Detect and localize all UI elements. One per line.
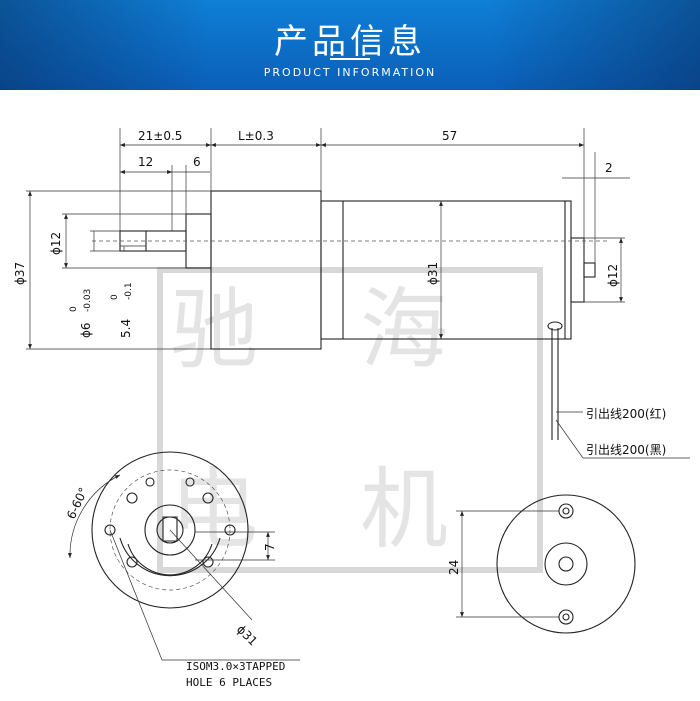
angle-arc <box>67 474 121 559</box>
dim-24-label: 24 <box>447 560 461 575</box>
leader-black <box>555 419 584 459</box>
rear-outer-circle <box>496 494 636 634</box>
lead-black-label: 引出线200(黑) <box>586 443 666 457</box>
page-title: 产品信息 <box>274 22 426 62</box>
leader-tapped-note <box>109 529 163 661</box>
tapped-hole-2 <box>202 492 214 504</box>
technical-drawing: 驰 海 电 机 <box>13 128 690 689</box>
tol-6-lower: -0.03 <box>83 289 93 312</box>
dim-L-label: L±0.3 <box>238 129 274 143</box>
front-dia-31-label: ϕ31 <box>234 622 260 648</box>
front-shaft-flat <box>162 516 178 542</box>
front-bolt-circle <box>109 469 231 591</box>
tapped-note-line-2: HOLE 6 PLACES <box>186 676 272 689</box>
dia-6-label: ϕ6 <box>79 322 93 338</box>
dim-2-label: 2 <box>605 161 613 175</box>
watermark-char-2: 海 <box>360 278 448 381</box>
tol-6-upper: 0 <box>69 306 79 312</box>
rear-boss-circle <box>544 542 588 586</box>
rear-hole-top-inner <box>562 507 570 515</box>
rear-shaft-circle <box>558 556 574 572</box>
watermark-frame <box>157 267 543 573</box>
tapped-note-line-1: ISOM3.0×3TAPPED <box>186 660 285 673</box>
dia-31-label: ϕ31 <box>426 262 440 285</box>
watermark: 驰 海 电 机 <box>157 267 543 573</box>
dim-21-label: 21±0.5 <box>138 129 182 143</box>
page-subtitle: PRODUCT INFORMATION <box>263 66 437 79</box>
rear-cap <box>570 237 585 303</box>
lead-exit-grommet <box>547 321 563 331</box>
dim-57-label: 57 <box>442 129 457 143</box>
rear-shaft <box>583 262 596 278</box>
tapped-hole-5 <box>126 556 138 568</box>
rear-hole-bottom-inner <box>562 613 570 621</box>
rear-view: 24 <box>447 494 636 634</box>
tapped-hole-7 <box>145 477 155 487</box>
rear-hole-bottom <box>558 609 574 625</box>
front-slot-arc-outer <box>119 537 221 577</box>
lead-red-label: 引出线200(红) <box>586 406 666 421</box>
flat-54-label: 5.4 <box>119 319 133 338</box>
dim-12-label: 12 <box>138 155 153 169</box>
watermark-char-4: 机 <box>360 458 448 561</box>
watermark-char-1: 驰 <box>170 278 258 381</box>
leader-dia-31 <box>169 529 253 621</box>
header-banner: 产品信息 PRODUCT INFORMATION <box>0 0 700 90</box>
tol-54-upper: 0 <box>110 294 120 300</box>
tapped-hole-1 <box>126 492 138 504</box>
tol-54-lower: -0.1 <box>124 282 134 300</box>
dia-12-shaft-label: ϕ12 <box>49 232 63 255</box>
front-boss-circle <box>144 504 196 556</box>
tapped-hole-4 <box>224 524 236 536</box>
banner-shading <box>0 0 700 90</box>
tapped-hole-8 <box>185 477 195 487</box>
tapped-hole-6 <box>202 556 214 568</box>
dim-7-label: 7 <box>263 543 277 551</box>
side-view: 21±0.5 L±0.3 57 12 6 2 ϕ37 ϕ12 ϕ6 <box>13 128 690 459</box>
title-underline <box>330 58 370 60</box>
rear-hole-top <box>558 503 574 519</box>
dia-12-rear-label: ϕ12 <box>606 264 620 287</box>
dim-6-label: 6 <box>193 155 201 169</box>
dia-37-label: ϕ37 <box>13 262 27 285</box>
